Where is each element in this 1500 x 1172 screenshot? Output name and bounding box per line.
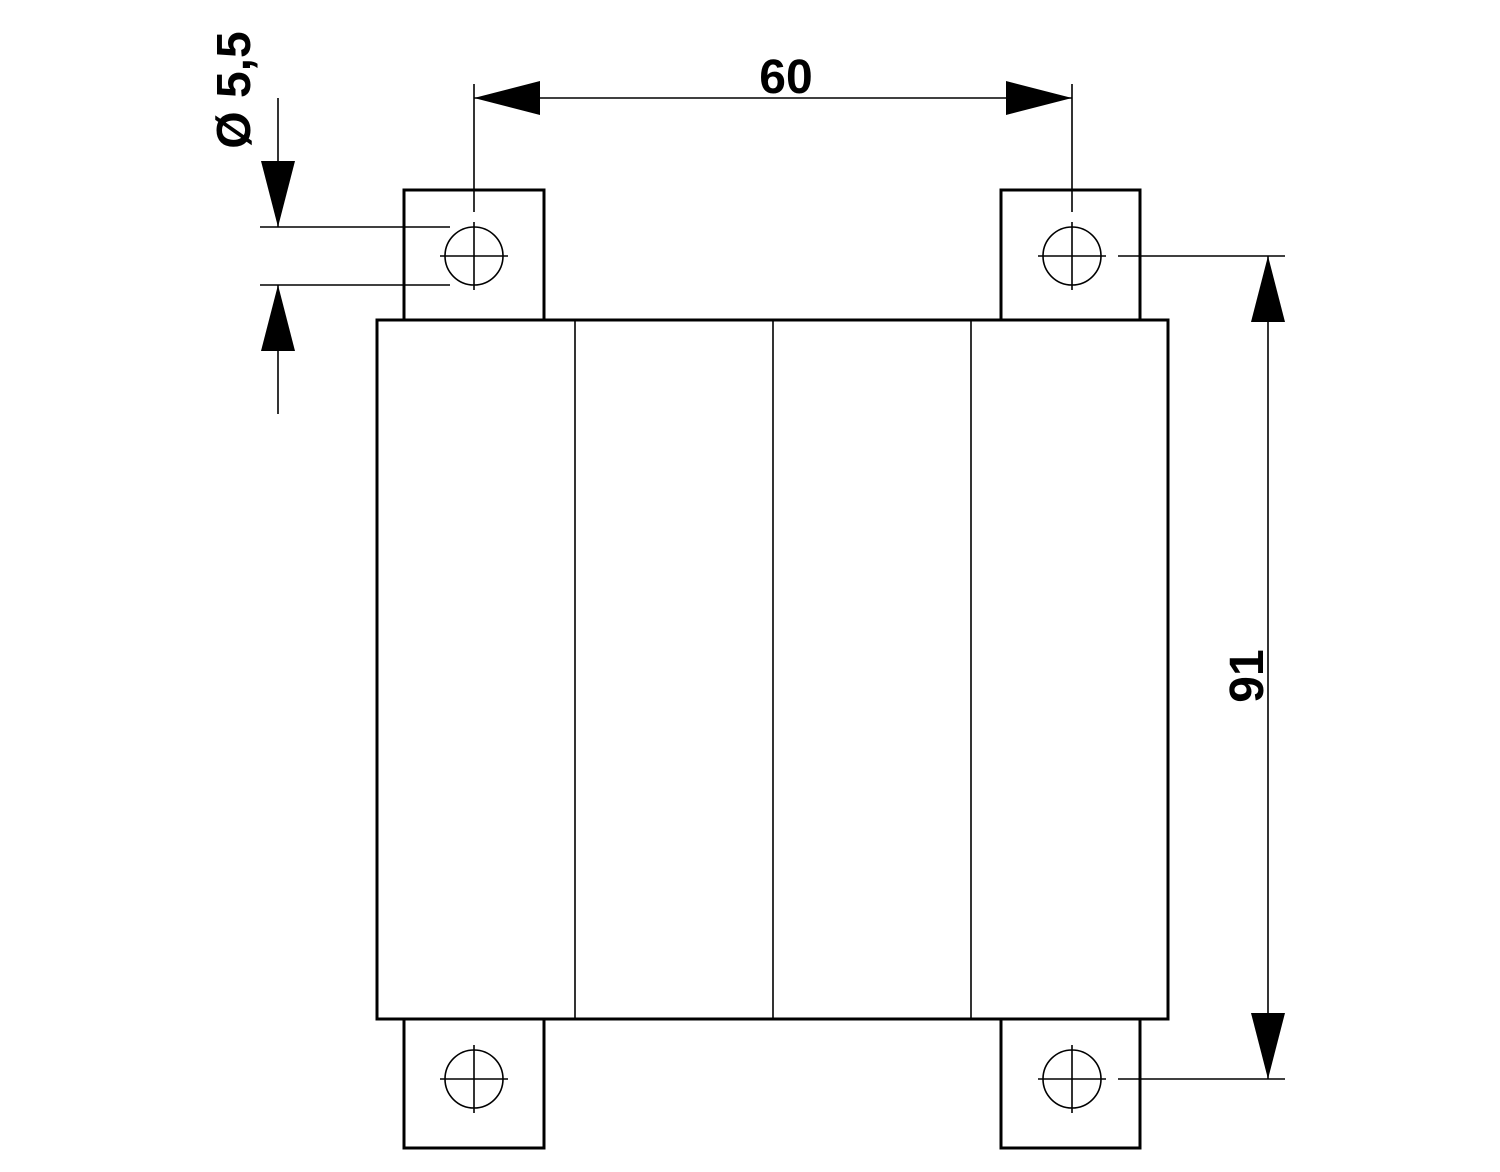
dimension-vertical-91: 91 xyxy=(1118,255,1285,1080)
mounting-hole-bottom-left xyxy=(440,1045,508,1113)
mounting-hole-top-right xyxy=(1038,222,1106,290)
mounting-tab-bottom-left xyxy=(402,1019,546,1150)
housing-body xyxy=(375,318,1170,1021)
mounting-hole-top-left xyxy=(440,222,508,290)
arrowhead-diameter-down xyxy=(261,161,295,227)
arrowhead-right xyxy=(1006,81,1072,115)
dimension-label-60: 60 xyxy=(759,51,812,104)
arrowhead-top xyxy=(1251,256,1285,322)
arrowhead-diameter-up xyxy=(261,285,295,351)
dimension-horizontal-60: 60 xyxy=(473,51,1073,212)
arrowhead-left xyxy=(474,81,540,115)
mounting-hole-bottom-right xyxy=(1038,1045,1106,1113)
mounting-tab-bottom-right xyxy=(999,1019,1142,1150)
mounting-holes xyxy=(440,222,1106,1113)
dimension-label-91: 91 xyxy=(1221,649,1274,702)
arrowhead-bottom xyxy=(1251,1013,1285,1079)
dimension-label-diameter: Ø 5,5 xyxy=(208,31,261,148)
dimension-hole-diameter: Ø 5,5 xyxy=(208,31,450,414)
mounting-tabs xyxy=(402,188,1142,1150)
